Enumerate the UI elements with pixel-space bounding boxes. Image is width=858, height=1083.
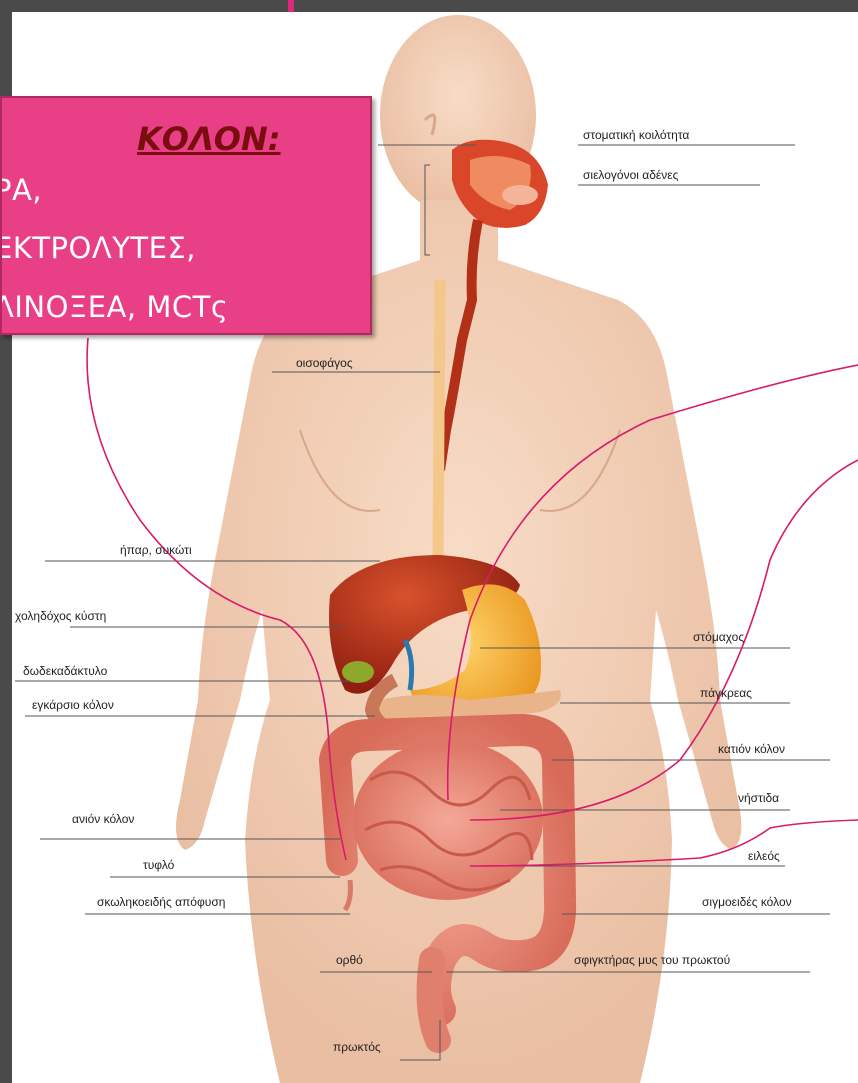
label-ascending-colon: ανιόν κόλον [72,812,134,826]
label-ileum: ειλεός [748,849,780,863]
label-cecum: τυφλό [143,858,174,872]
label-gallbladder: χοληδόχος κύστη [15,609,106,623]
label-esophagus: οισοφάγος [296,356,353,370]
label-rectum: ορθό [336,953,363,967]
colon-callout: ΚΟΛΟΝ: ΡΑ, ΕΚΤΡΟΛΥΤΕΣ, ΛΙΝΟΞΕΑ, MCTς [0,96,372,335]
label-pancreas: πάγκρεας [700,686,752,700]
callout-title: ΚΟΛΟΝ: [137,120,281,158]
label-appendix: σκωληκοειδής απόφυση [97,895,225,909]
label-mouth: στοματική κοιλότητα [583,128,689,142]
gallbladder [342,661,374,683]
label-duodenum: δωδεκαδάκτυλο [23,664,107,678]
label-stomach: στόμαχος [693,630,744,644]
label-salivary-glands: σιελογόνοι αδένες [583,168,678,182]
label-sigmoid-colon: σιγμοειδές κόλον [702,895,792,909]
callout-line-2: ΕΚΤΡΟΛΥΤΕΣ, [0,231,196,265]
label-anus: πρωκτός [333,1040,381,1054]
callout-line-1: ΡΑ, [0,173,42,207]
label-descending-colon: κατιόν κόλον [718,742,785,756]
label-jejunum: νήστιδα [738,791,779,805]
label-transverse-colon: εγκάρσιο κόλον [32,698,114,712]
label-anal-sphincter: σφιγκτήρας μυς του πρωκτού [574,953,730,967]
top-frame-bar [0,0,858,12]
top-accent-mark [288,0,294,12]
callout-line-3: ΛΙΝΟΞΕΑ, MCTς [0,290,228,324]
label-liver: ήπαρ, συκώτι [120,543,192,557]
